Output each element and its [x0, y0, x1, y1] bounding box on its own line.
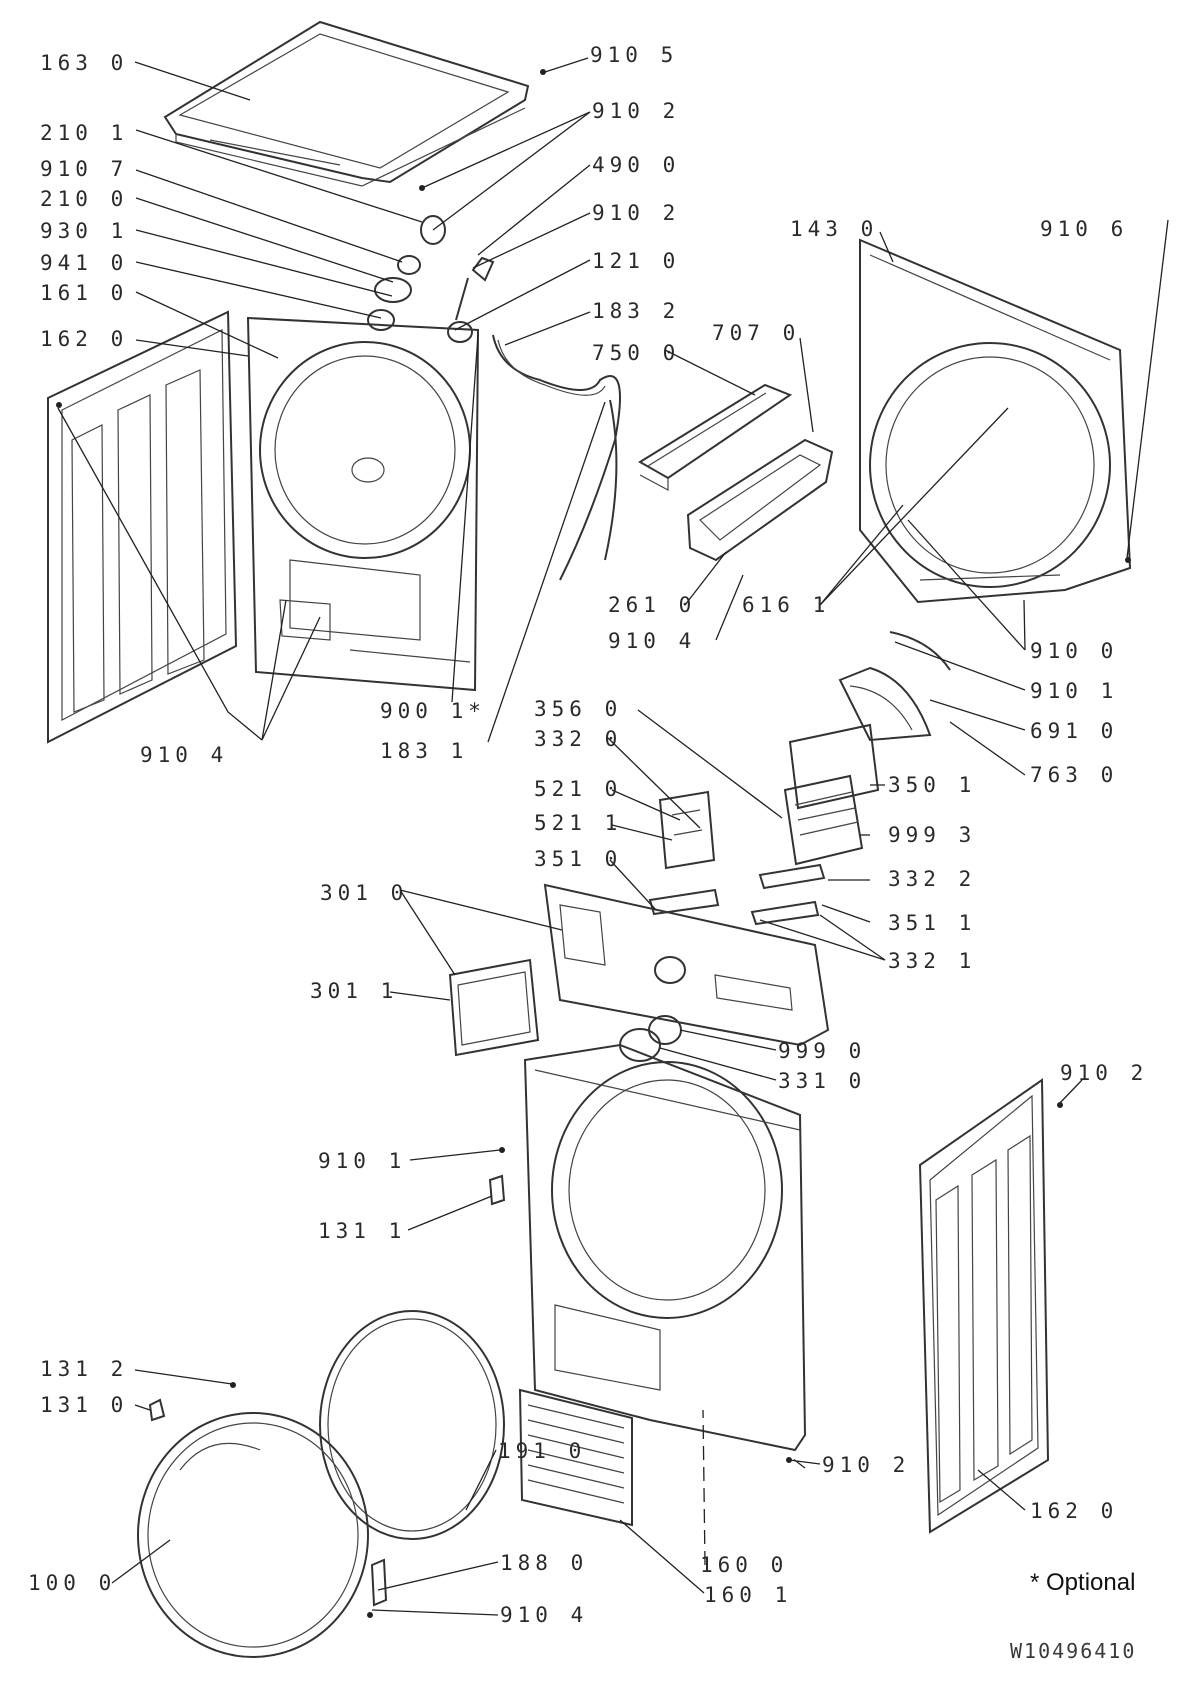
part-label: 910 4	[140, 743, 228, 767]
part-label: 999 3	[888, 823, 976, 847]
part-label: 131 2	[40, 1357, 128, 1381]
part-labels: 163 0 910 5 910 2 210 1 910 7 490 0 210 …	[28, 43, 1148, 1627]
front-frame-part	[246, 316, 480, 692]
part-label: 999 0	[778, 1039, 866, 1063]
part-label: 910 6	[1040, 217, 1128, 241]
part-label: 162 0	[40, 327, 128, 351]
bearing-and-seal-parts	[367, 215, 495, 343]
part-label: 910 1	[318, 1149, 406, 1173]
optional-footnote: * Optional	[1030, 1569, 1135, 1596]
leader-lines	[57, 57, 1169, 1616]
drawing-code: W10496410	[1010, 1639, 1136, 1663]
part-label: 143 0	[790, 217, 878, 241]
part-label: 910 0	[1030, 639, 1118, 663]
part-label: 910 1	[1030, 679, 1118, 703]
part-label: 910 2	[822, 1453, 910, 1477]
part-label: 332 0	[534, 727, 622, 751]
part-label: 356 0	[534, 697, 622, 721]
part-label: 301 0	[320, 881, 408, 905]
door-gasket-part	[319, 1310, 505, 1540]
part-label: 910 7	[40, 157, 128, 181]
part-label: 183 2	[592, 299, 680, 323]
control-panel-part	[543, 883, 830, 1047]
drawer-housing-part	[686, 438, 834, 562]
part-label: 121 0	[592, 249, 680, 273]
part-label: 161 0	[40, 281, 128, 305]
part-label: 910 2	[592, 201, 680, 225]
part-label: 350 1	[888, 773, 976, 797]
filter-part	[838, 631, 951, 742]
part-label: 210 0	[40, 187, 128, 211]
screw-markers	[56, 69, 1131, 1618]
part-label: 131 1	[318, 1219, 406, 1243]
wire-harness-part	[492, 334, 621, 581]
part-label: 616 1	[742, 593, 830, 617]
part-label: 351 1	[888, 911, 976, 935]
part-label: 910 2	[1060, 1061, 1148, 1085]
part-label: 490 0	[592, 153, 680, 177]
part-label: 160 1	[704, 1583, 792, 1607]
part-label: 100 0	[28, 1571, 116, 1595]
part-label: 521 1	[534, 811, 622, 835]
part-label: 763 0	[1030, 763, 1118, 787]
water-container-part	[638, 383, 793, 492]
left-side-panel-part	[47, 310, 238, 744]
top-cover-part	[163, 20, 530, 187]
knob-part	[619, 1015, 682, 1062]
part-label: 750 0	[592, 341, 680, 365]
part-label: 162 0	[1030, 1499, 1118, 1523]
part-label: 163 0	[40, 51, 128, 75]
part-label: 191 0	[498, 1439, 586, 1463]
part-label: 910 4	[608, 629, 696, 653]
part-label: 910 4	[500, 1603, 588, 1627]
dispenser-drawer-part	[448, 958, 540, 1057]
part-label: 183 1	[380, 739, 468, 763]
part-label: 160 0	[700, 1553, 788, 1577]
part-label: 941 0	[40, 251, 128, 275]
part-label: 332 2	[888, 867, 976, 891]
part-label: 910 2	[592, 99, 680, 123]
part-label: 331 0	[778, 1069, 866, 1093]
part-label: 930 1	[40, 219, 128, 243]
part-label: 351 0	[534, 847, 622, 871]
grille-part	[518, 1388, 633, 1527]
part-label: 210 1	[40, 121, 128, 145]
part-label: 261 0	[608, 593, 696, 617]
part-label: 691 0	[1030, 719, 1118, 743]
part-label: 332 1	[888, 949, 976, 973]
rear-panel-part	[859, 238, 1132, 604]
part-label: 301 1	[310, 979, 398, 1003]
part-label: 707 0	[712, 321, 800, 345]
part-label: 521 0	[534, 777, 622, 801]
front-cabinet-part	[523, 1043, 807, 1452]
part-label: 131 0	[40, 1393, 128, 1417]
electronic-board-part	[648, 723, 880, 926]
part-label: 900 1*	[380, 699, 486, 723]
part-label: 188 0	[500, 1551, 588, 1575]
right-side-panel-part	[918, 1078, 1050, 1534]
part-label: 910 5	[590, 43, 678, 67]
door-part	[137, 1412, 369, 1658]
